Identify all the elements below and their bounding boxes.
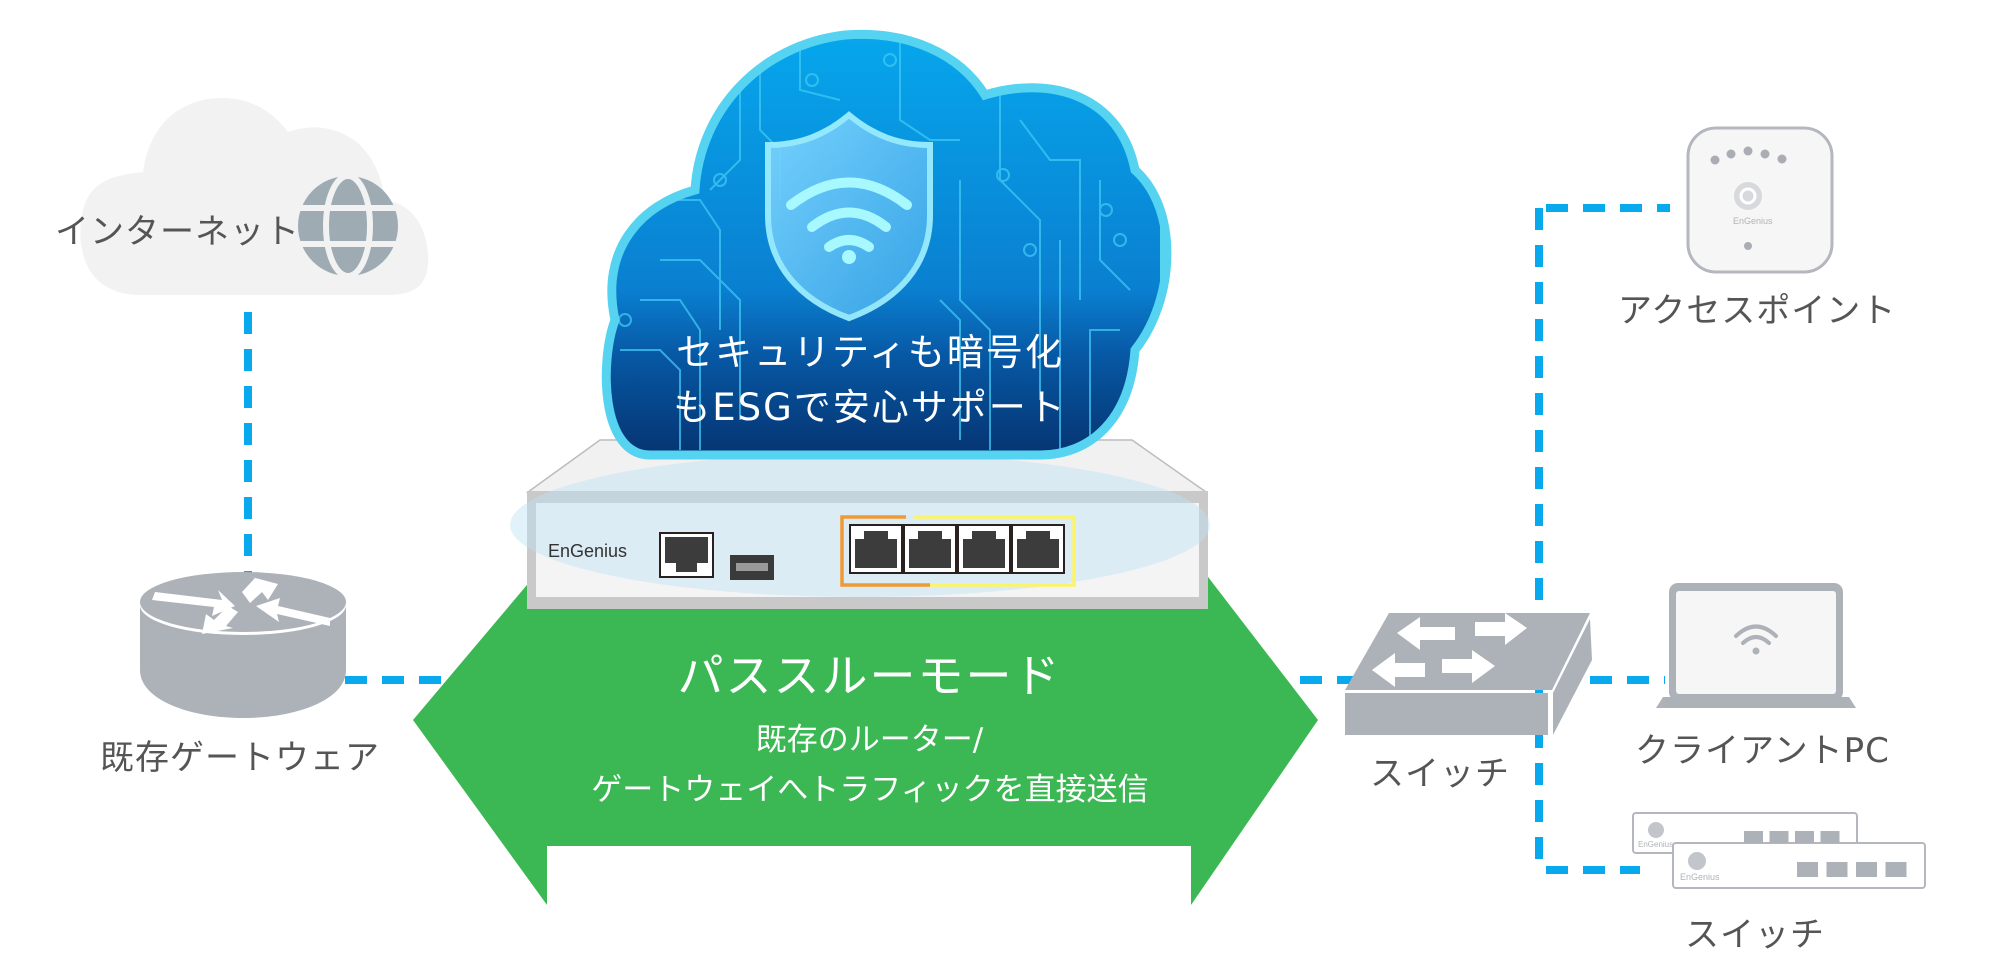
stack-switch-brand-front: EnGenius xyxy=(1680,872,1720,882)
stack-switch-brand-back: EnGenius xyxy=(1638,840,1674,849)
access-point-brand: EnGenius xyxy=(1733,216,1773,226)
circuit-node xyxy=(883,53,897,67)
internet-label: インターネット xyxy=(55,212,300,252)
switch-port xyxy=(1795,831,1814,843)
switch-port xyxy=(1820,831,1840,843)
passthrough-sub2: ゲートウェイへトラフィックを直接送信 xyxy=(591,772,1149,808)
circuit-trace xyxy=(959,180,991,450)
switch-port xyxy=(1769,831,1789,843)
passthrough-sub1: 既存のルーター/ xyxy=(755,722,984,758)
access-point-icon xyxy=(1686,126,1834,274)
switch-port xyxy=(1885,862,1907,877)
circuit-trace xyxy=(1089,329,1120,450)
lan-port-jack xyxy=(963,531,1005,568)
device-brand-logo: EnGenius xyxy=(548,541,628,561)
stacked-switch-icon xyxy=(1632,812,1926,889)
switch-icon xyxy=(1345,613,1592,735)
router-icon xyxy=(140,572,346,718)
switch-port xyxy=(1797,862,1818,877)
security-cloud xyxy=(601,29,1172,460)
circuit-trace xyxy=(939,299,961,440)
switch-port xyxy=(1856,862,1877,877)
circuit-node xyxy=(1023,243,1037,257)
circuit-pattern xyxy=(618,40,1131,450)
circuit-trace xyxy=(899,40,960,141)
client-pc-label: クライアントPC xyxy=(1635,731,1890,771)
lan-port-jack xyxy=(909,531,951,568)
circuit-trace xyxy=(660,259,741,420)
access-point-label: アクセスポイント xyxy=(1618,291,1897,331)
circuit-trace xyxy=(620,349,681,450)
circuit-trace xyxy=(799,40,841,101)
laptop-icon xyxy=(1656,583,1856,708)
lan-port-jack xyxy=(1017,531,1059,568)
security-cloud-line1: セキュリティも暗号化 xyxy=(676,331,1064,374)
circuit-trace xyxy=(640,299,701,450)
circuit-node xyxy=(1099,203,1113,217)
circuit-trace xyxy=(1019,119,1081,300)
globe-icon xyxy=(296,173,400,279)
circuit-trace xyxy=(709,90,741,191)
lan-port-jack xyxy=(855,531,897,568)
circuit-node xyxy=(805,73,819,87)
circuit-node xyxy=(1113,233,1127,247)
circuit-node xyxy=(996,168,1010,182)
circuit-trace xyxy=(999,90,1041,400)
shield-wifi-icon xyxy=(765,111,933,322)
link-lines xyxy=(244,204,1670,874)
lan-ports xyxy=(849,524,1065,574)
security-cloud-line2: もESGで安心サポート xyxy=(673,386,1067,429)
switch-main-label: スイッチ xyxy=(1370,754,1510,794)
passthrough-arrow-shape xyxy=(413,560,1318,905)
circuit-node xyxy=(713,173,727,187)
switch-stack-label: スイッチ xyxy=(1685,915,1825,955)
gateway-label: 既存ゲートウェア xyxy=(100,738,380,778)
passthrough-title: パススルーモード xyxy=(677,649,1062,703)
switch-port xyxy=(1744,831,1763,843)
switch-port xyxy=(1826,862,1848,877)
